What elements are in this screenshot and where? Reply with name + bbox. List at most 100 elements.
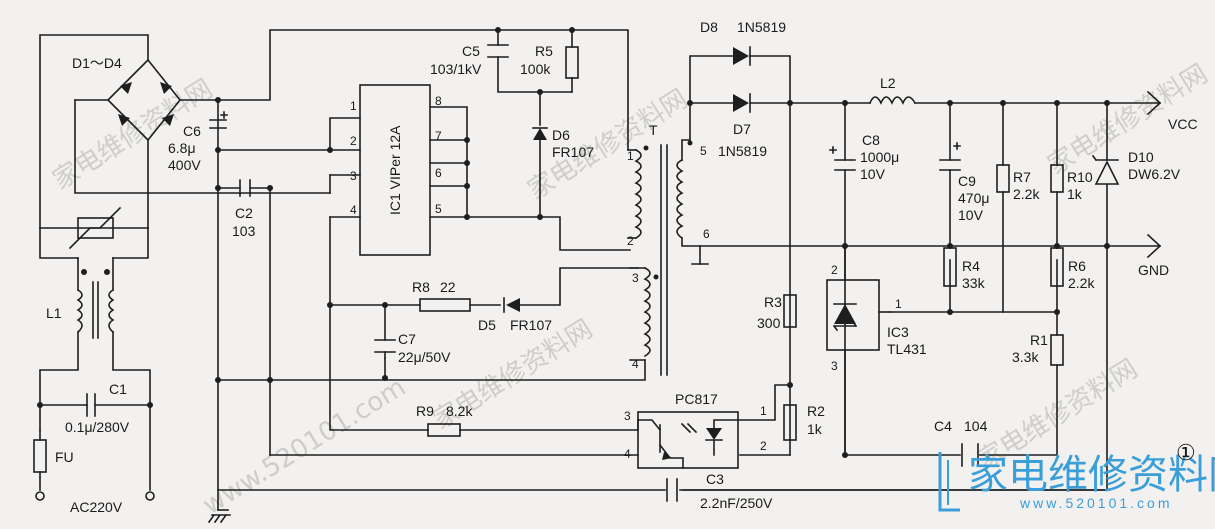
- pc-pin-3: 3: [624, 409, 631, 423]
- capacitor-c4: [961, 443, 979, 467]
- label-ic3-name: IC3: [887, 324, 909, 340]
- figure-number: ①: [1176, 440, 1196, 465]
- resistor-r9: [427, 423, 461, 437]
- label-r5-value: 100k: [520, 61, 551, 77]
- label-l2: L2: [880, 75, 896, 91]
- capacitor-c6: [209, 111, 228, 129]
- capacitor-c9: [939, 142, 961, 171]
- resistor-r10: [1050, 164, 1064, 193]
- label-c7-value: 22μ/50V: [398, 349, 451, 365]
- wires: [39, 29, 1161, 511]
- diode-d7: [733, 93, 751, 113]
- label-r2-value: 1k: [807, 421, 823, 437]
- label-c4-name: C4: [934, 418, 952, 434]
- label-c5-name: C5: [462, 43, 480, 59]
- diode-d8: [733, 46, 751, 66]
- label-r1-value: 3.3k: [1012, 349, 1039, 365]
- diode-d6: [532, 127, 548, 179]
- label-c5-value: 103/1kV: [430, 61, 482, 77]
- site-logo: 家电维修资料网 www.520101.com ①: [938, 440, 1215, 512]
- label-c6-value: 6.8μ: [168, 140, 196, 156]
- pc-pin-4: 4: [624, 447, 631, 461]
- resistor-r4: [943, 247, 957, 287]
- capacitor-c1: [86, 393, 96, 417]
- label-d1-d4: D1～D4: [72, 55, 122, 71]
- ic3-pin-2: 2: [831, 263, 838, 277]
- label-r3-name: R3: [764, 294, 782, 310]
- label-r6-name: R6: [1068, 258, 1086, 274]
- label-ac220v: AC220V: [70, 499, 123, 515]
- pin-4: 4: [350, 203, 357, 217]
- zener-d10: [1091, 154, 1120, 185]
- label-c9-name: C9: [958, 173, 976, 189]
- label-c8-voltage: 10V: [860, 166, 886, 182]
- label-ic1: IC1 VIPer 12A: [387, 125, 403, 215]
- t-pin-4: 4: [632, 357, 639, 371]
- label-gnd: GND: [1138, 262, 1169, 278]
- pin-2: 2: [350, 134, 357, 148]
- bridge-rectifier: [118, 82, 174, 126]
- label-r4-value: 33k: [962, 275, 986, 291]
- capacitor-c3: [666, 478, 678, 502]
- label-d10-value: DW6.2V: [1128, 166, 1181, 182]
- pin-8: 8: [435, 94, 442, 108]
- t-pin-2: 2: [627, 234, 634, 248]
- label-c1-name: C1: [109, 381, 127, 397]
- capacitor-c7: [374, 339, 396, 359]
- label-r7-value: 2.2k: [1013, 186, 1040, 202]
- resistor-r1: [1050, 334, 1064, 366]
- label-c8-value: 1000μ: [860, 149, 899, 165]
- label-fu: FU: [55, 449, 74, 465]
- resistor-r3: [783, 294, 797, 328]
- label-d10-name: D10: [1128, 149, 1154, 165]
- ic3-pin-3: 3: [831, 359, 838, 373]
- t-pin-1: 1: [627, 149, 634, 163]
- pin-3: 3: [350, 169, 357, 183]
- pc-pin-1: 1: [760, 404, 767, 418]
- label-c3-value: 2.2nF/250V: [700, 495, 773, 511]
- label-c3-name: C3: [706, 471, 724, 487]
- label-vcc: VCC: [1168, 116, 1198, 132]
- label-r9-value: 8.2k: [446, 403, 473, 419]
- label-d6-value: FR107: [552, 144, 594, 160]
- t-pin-3: 3: [632, 271, 639, 285]
- pin-1: 1: [350, 99, 357, 113]
- resistor-r8: [419, 298, 471, 312]
- label-c7-name: C7: [398, 331, 416, 347]
- capacitor-c8: [829, 146, 856, 171]
- pin-5: 5: [435, 202, 442, 216]
- label-d8-value: 1N5819: [737, 19, 786, 35]
- ic3-pin-1: 1: [895, 297, 902, 311]
- label-c9-value: 470μ: [958, 190, 989, 206]
- label-r4-name: R4: [962, 258, 980, 274]
- label-c6-name: C6: [183, 123, 201, 139]
- resistor-r6: [1050, 247, 1064, 287]
- label-l1: L1: [46, 305, 62, 321]
- pin-7: 7: [435, 129, 442, 143]
- label-d8-name: D8: [700, 19, 718, 35]
- pin-6: 6: [435, 166, 442, 180]
- label-ic3-value: TL431: [887, 341, 927, 357]
- ground-symbols: [207, 263, 709, 524]
- varistor: [68, 206, 122, 250]
- label-d5-value: FR107: [510, 317, 552, 333]
- optocoupler-pc817: [637, 411, 739, 469]
- t-pin-5: 5: [700, 144, 707, 158]
- label-c8-name: C8: [862, 132, 880, 148]
- label-c9-voltage: 10V: [958, 207, 984, 223]
- label-r9-name: R9: [416, 403, 434, 419]
- ic1-viper12a: [359, 84, 431, 256]
- label-r2-name: R2: [807, 403, 825, 419]
- label-r6-value: 2.2k: [1068, 275, 1095, 291]
- label-r10-value: 1k: [1067, 186, 1083, 202]
- label-c4-value: 104: [964, 418, 988, 434]
- label-d7-value: 1N5819: [718, 143, 767, 159]
- label-r5-name: R5: [535, 43, 553, 59]
- label-r7-name: R7: [1013, 169, 1031, 185]
- output-arrows: [1146, 90, 1162, 259]
- capacitor-c5: [487, 44, 509, 58]
- pc-pin-2: 2: [760, 439, 767, 453]
- label-d6-name: D6: [552, 127, 570, 143]
